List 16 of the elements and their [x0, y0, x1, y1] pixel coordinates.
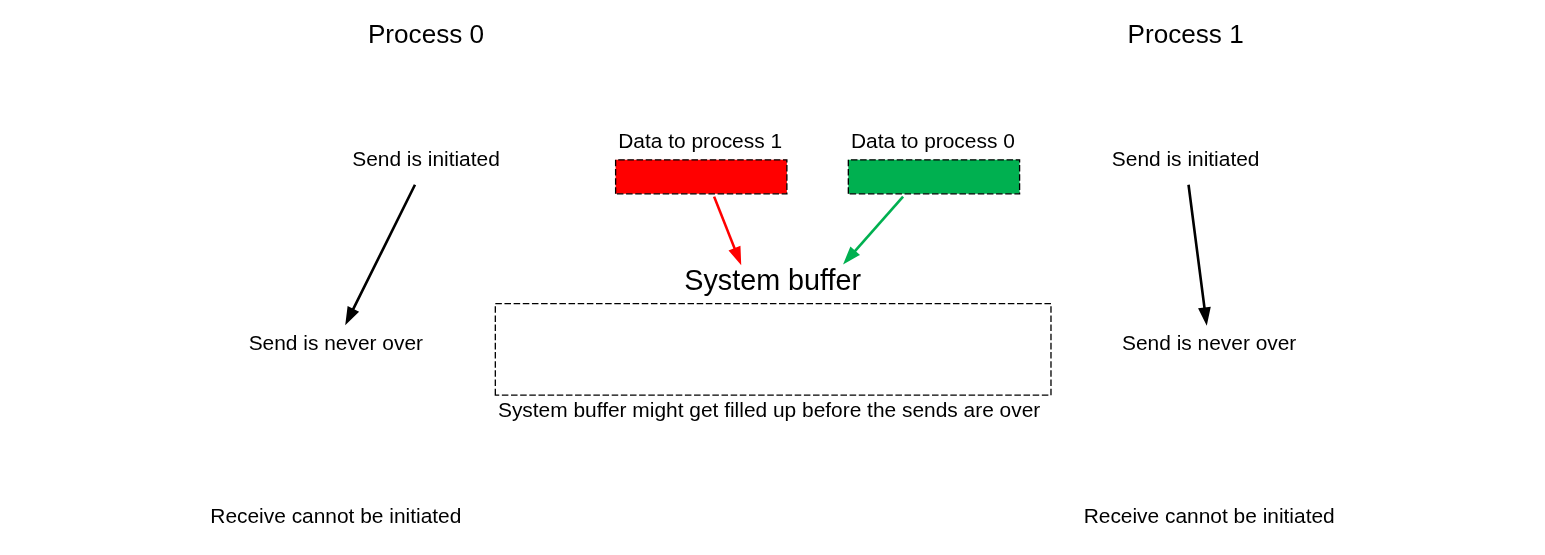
label: Receive cannot be initiated — [210, 504, 462, 528]
node-label: Data to process 0 — [850, 128, 1015, 152]
node-label: System buffer might get filled up before the sends are over — [497, 398, 1041, 422]
node-label: Data to process 1 — [618, 128, 783, 152]
node-text: Send is initiated — [1111, 147, 1260, 171]
node-text: Send is initiated — [352, 147, 500, 171]
arrow — [345, 184, 417, 326]
label: Process 0 — [367, 19, 485, 50]
label: Receive cannot be initiated — [1083, 504, 1335, 528]
node-text: Send is never over — [1122, 331, 1297, 355]
arrow — [1187, 184, 1211, 326]
arrow — [843, 195, 905, 265]
node-text: Send is never over — [248, 331, 423, 355]
node-label: System buffer — [684, 264, 862, 297]
arrow — [712, 196, 742, 266]
label: Process 1 — [1127, 19, 1244, 50]
